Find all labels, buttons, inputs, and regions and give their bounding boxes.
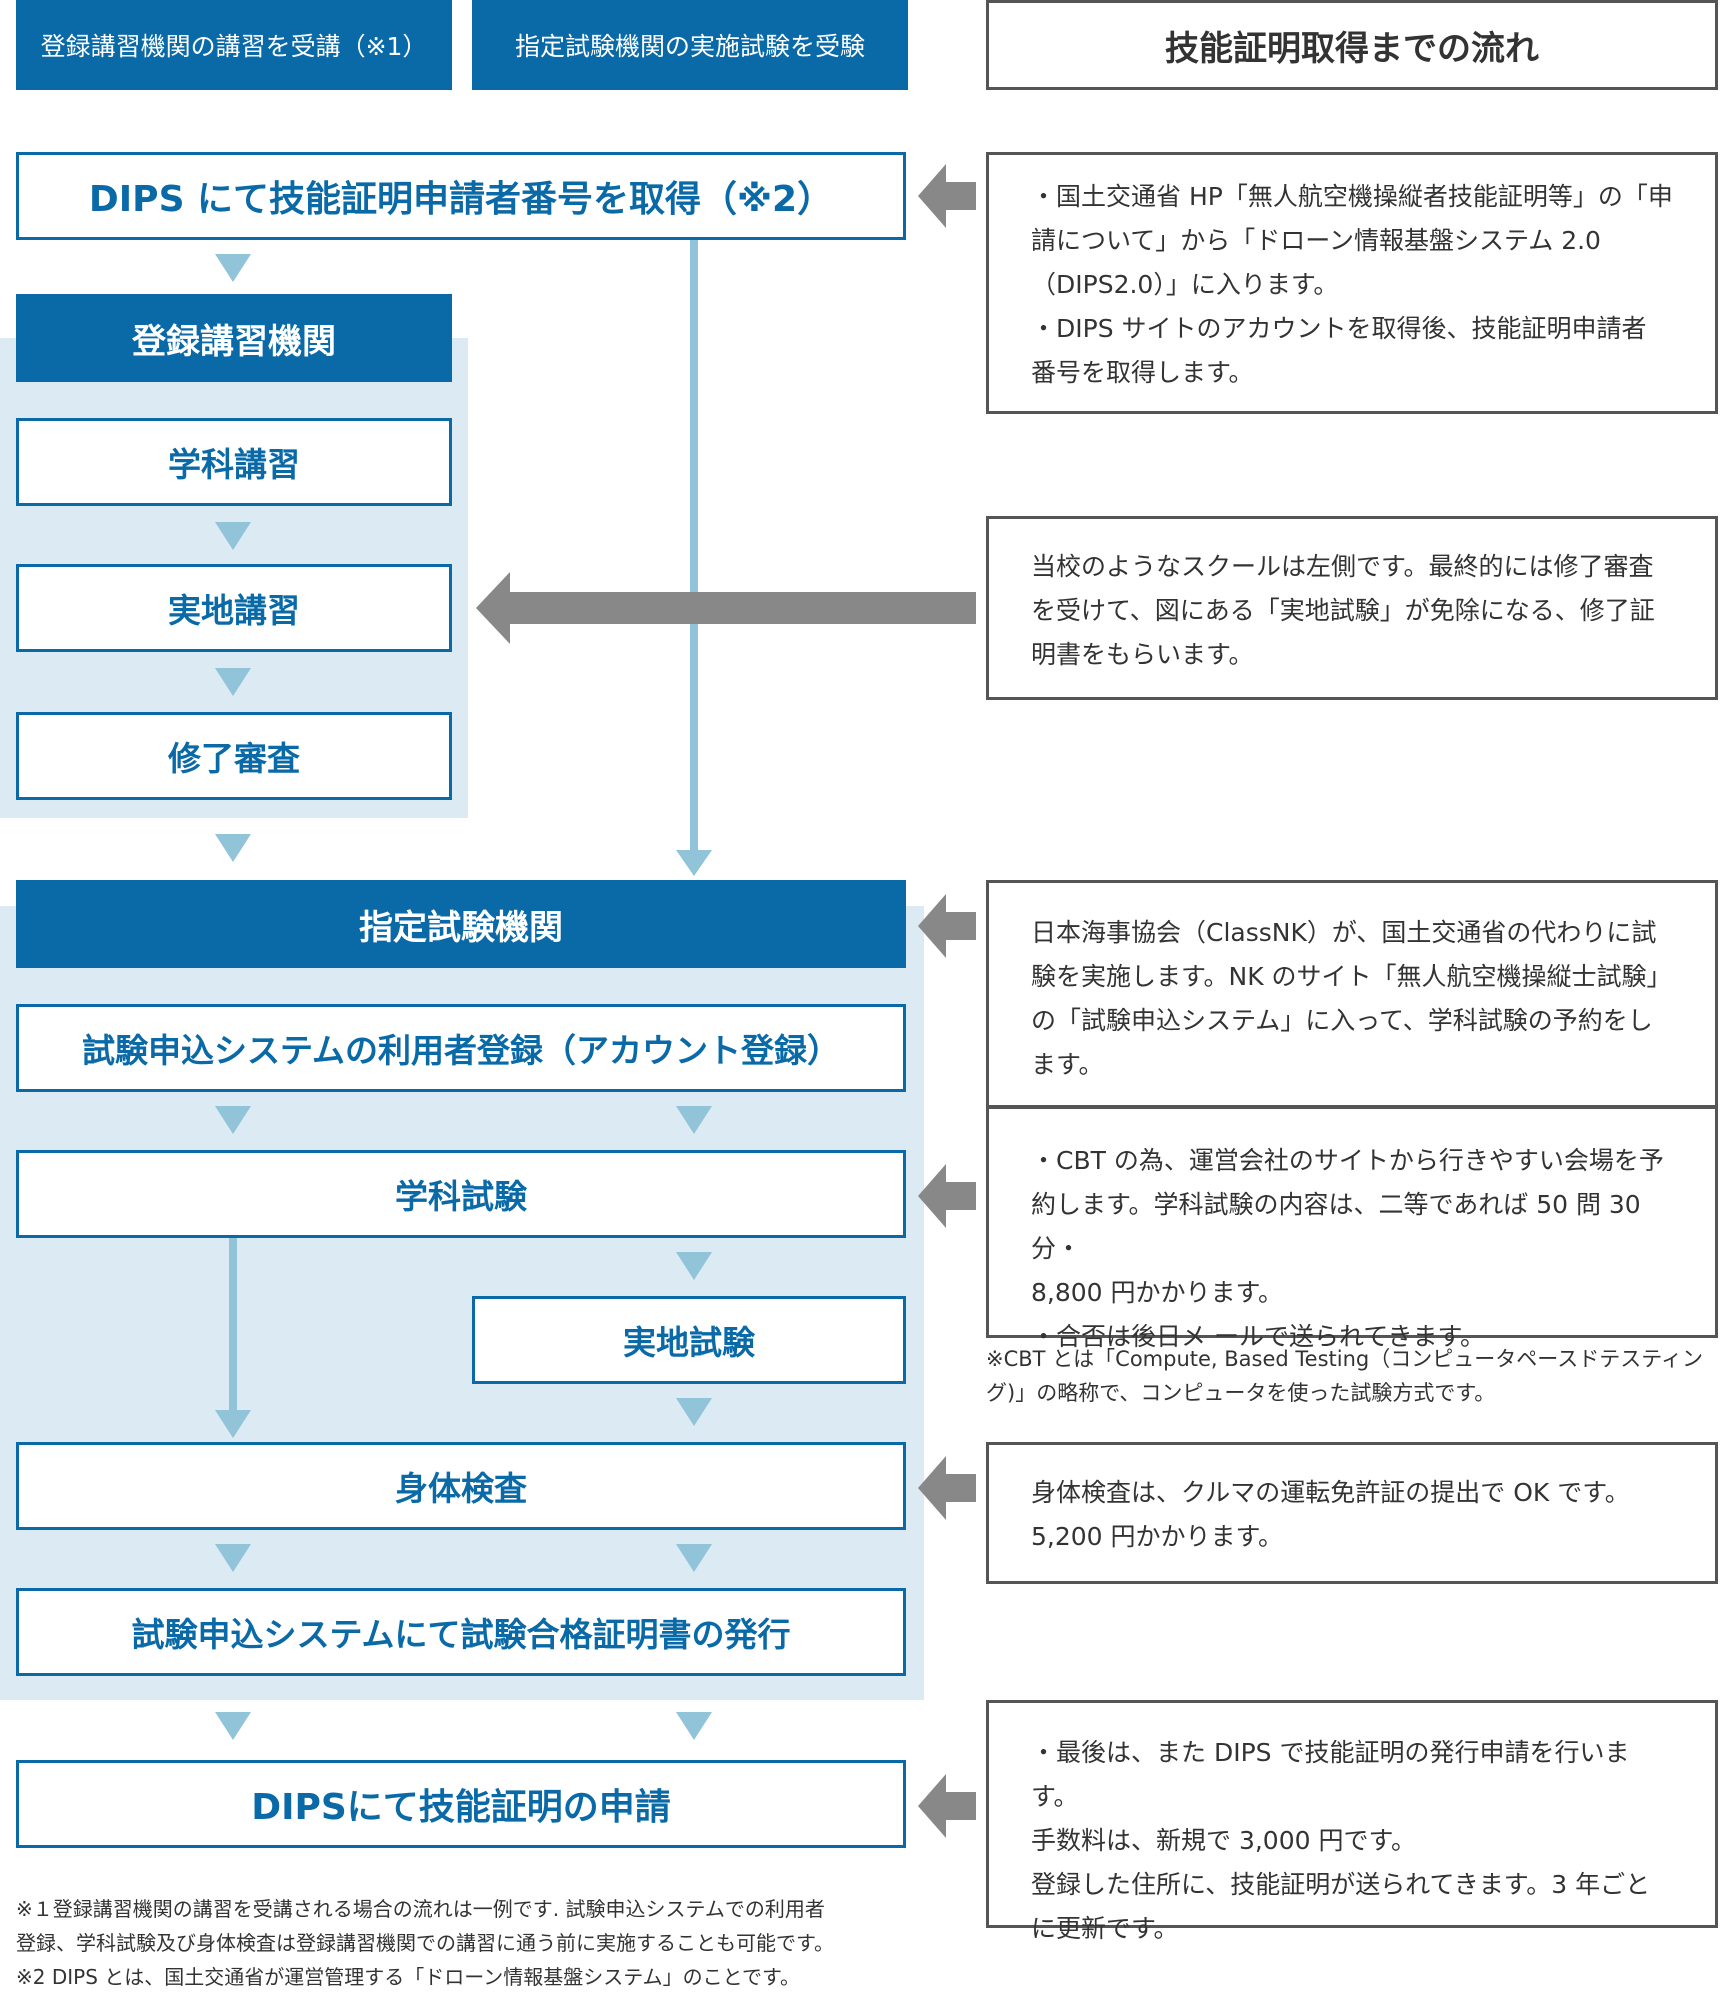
note-line: 番号を取得します。 — [1031, 358, 1254, 387]
note-line: 験を実施します。NK のサイト「無人航空機操縦士試験」 — [1031, 962, 1672, 991]
footnote-line: ※１登録講習機関の講習を受講される場合の流れは一例です. 試験申込システムでの利… — [16, 1897, 825, 1921]
note-line: 請について」から「ドローン情報基盤システム 2.0 — [1031, 226, 1601, 255]
left-arrow-icon — [918, 164, 976, 228]
down-arrow-icon — [676, 1544, 712, 1572]
left-arrow-icon — [918, 1456, 976, 1520]
step-practical-exam: 実地試験 — [472, 1296, 906, 1384]
down-arrow-icon — [676, 1398, 712, 1426]
footnotes: ※１登録講習機関の講習を受講される場合の流れは一例です. 試験申込システムでの利… — [16, 1892, 916, 1994]
note-line: 手数料は、新規で 3,000 円です。 — [1031, 1826, 1416, 1855]
footnote-line: 登録、学科試験及び身体検査は登録講習機関での講習に通う前に実施することも可能です… — [16, 1931, 834, 1955]
cbt-footnote: ※CBT とは「Compute, Based Testing（コンピュータペース… — [986, 1342, 1718, 1410]
footnote-line: ※CBT とは「Compute, Based Testing（コンピュータペース… — [986, 1347, 1703, 1371]
note-line: ます。 — [1031, 1050, 1104, 1079]
note-dips: ・国土交通省 HP「無人航空機操縦者技能証明等」の「申 請について」から「ドロー… — [986, 152, 1718, 414]
note-classnk: 日本海事協会（ClassNK）が、国土交通省の代わりに試 験を実施します。NK … — [986, 880, 1718, 1108]
note-school: 当校のようなスクールは左側です。最終的には修了審査 を受けて、図にある「実地試験… — [986, 516, 1718, 700]
left-arrow-icon — [918, 894, 976, 958]
note-line: 明書をもらいます。 — [1031, 640, 1254, 669]
footnote-line: ※2 DIPS とは、国土交通省が運営管理する「ドローン情報基盤システム」のこと… — [16, 1965, 801, 1989]
step-physical-exam: 身体検査 — [16, 1442, 906, 1530]
connector-line-main — [690, 240, 698, 860]
note-line: ・合否は後日メ ールで送られてきます。 — [1031, 1322, 1485, 1351]
step-academic-exam: 学科試験 — [16, 1150, 906, 1238]
down-arrow-icon — [215, 1712, 251, 1740]
step-user-registration: 試験申込システムの利用者登録（アカウント登録） — [16, 1004, 906, 1092]
down-arrow-icon — [676, 1106, 712, 1134]
connector-line-left — [229, 1238, 237, 1418]
tab-designated-exam[interactable]: 指定試験機関の実施試験を受験 — [472, 0, 908, 90]
step-designated-institution: 指定試験機関 — [16, 880, 906, 968]
step-dips-number: DIPS にて技能証明申請者番号を取得（※2） — [16, 152, 906, 240]
note-line: の「試験申込システム」に入って、学科試験の予約をし — [1031, 1006, 1653, 1035]
note-line: ・DIPS サイトのアカウントを取得後、技能証明申請者 — [1031, 314, 1647, 343]
note-physical: 身体検査は、クルマの運転免許証の提出で OK です。 5,200 円かかります。 — [986, 1442, 1718, 1584]
step-academic-course: 学科講習 — [16, 418, 452, 506]
down-arrow-icon — [215, 1544, 251, 1572]
note-line: 約します。学科試験の内容は、二等であれば 50 問 30 分・ — [1031, 1190, 1641, 1263]
step-registered-institution: 登録講習機関 — [16, 294, 452, 382]
note-line: （DIPS2.0）」に入ります。 — [1031, 270, 1339, 299]
step-certificate-issue: 試験申込システムにて試験合格証明書の発行 — [16, 1588, 906, 1676]
down-arrow-icon — [215, 254, 251, 282]
step-completion-exam: 修了審査 — [16, 712, 452, 800]
down-arrow-icon — [215, 522, 251, 550]
connector-arrowhead-main — [676, 850, 712, 876]
flow-title: 技能証明取得までの流れ — [986, 0, 1718, 90]
left-arrow-icon-large — [476, 572, 976, 644]
note-cbt: ・CBT の為、運営会社のサイトから行きやすい会場を予 約します。学科試験の内容… — [986, 1106, 1718, 1351]
down-arrow-icon — [215, 834, 251, 862]
note-final: ・最後は、また DIPS で技能証明の発行申請を行います。 手数料は、新規で 3… — [986, 1700, 1718, 1943]
down-arrow-icon — [215, 668, 251, 696]
note-line: 日本海事協会（ClassNK）が、国土交通省の代わりに試 — [1031, 918, 1657, 947]
note-line: を受けて、図にある「実地試験」が免除になる、修了証 — [1031, 596, 1655, 625]
note-line: ・最後は、また DIPS で技能証明の発行申請を行います。 — [1031, 1738, 1630, 1811]
footnote-line: グ)」の略称で、コンピュータを使った試験方式です。 — [986, 1381, 1496, 1405]
down-arrow-icon — [676, 1712, 712, 1740]
step-practical-course: 実地講習 — [16, 564, 452, 652]
note-line: に更新です。 — [1031, 1914, 1179, 1943]
note-line: 身体検査は、クルマの運転免許証の提出で OK です。 — [1031, 1478, 1630, 1507]
note-line: 5,200 円かかります。 — [1031, 1522, 1284, 1551]
connector-arrowhead-left — [215, 1410, 251, 1438]
note-line: 登録した住所に、技能証明が送られてきます。3 年ごと — [1031, 1870, 1651, 1899]
tab-registered-course[interactable]: 登録講習機関の講習を受講（※1） — [16, 0, 452, 90]
note-line: 当校のようなスクールは左側です。最終的には修了審査 — [1031, 552, 1654, 581]
note-line: ・国土交通省 HP「無人航空機操縦者技能証明等」の「申 — [1031, 182, 1673, 211]
note-line: 8,800 円かかります。 — [1031, 1278, 1284, 1307]
down-arrow-icon — [215, 1106, 251, 1134]
down-arrow-icon — [676, 1252, 712, 1280]
step-dips-application: DIPSにて技能証明の申請 — [16, 1760, 906, 1848]
note-line: ・CBT の為、運営会社のサイトから行きやすい会場を予 — [1031, 1146, 1664, 1175]
left-arrow-icon — [918, 1164, 976, 1228]
left-arrow-icon — [918, 1774, 976, 1838]
